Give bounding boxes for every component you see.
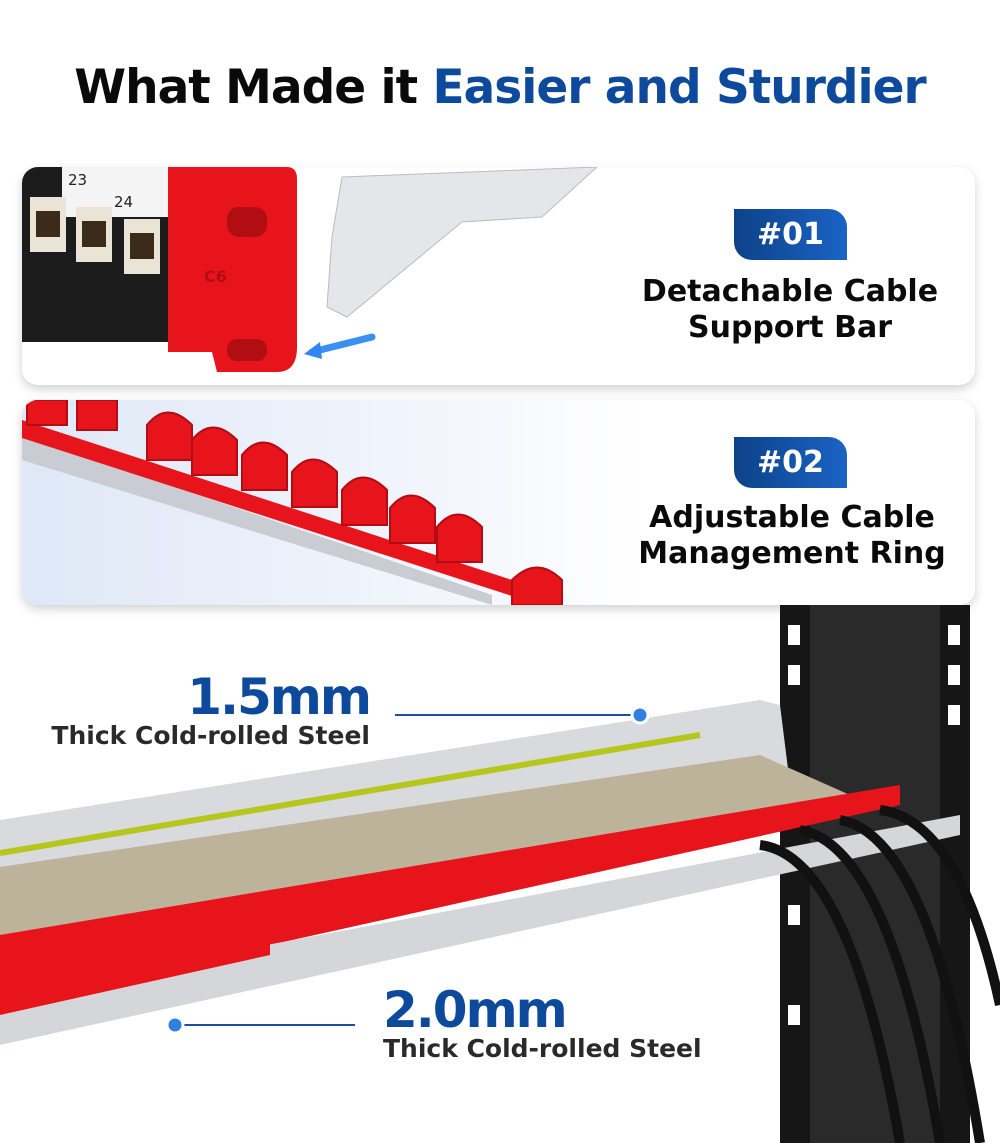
rack-panel-illustration [0, 605, 1000, 1143]
svg-text:C6: C6 [204, 267, 227, 286]
cable-ring-illustration [22, 400, 563, 605]
cable-ring-row [26, 400, 563, 605]
spec-1-5mm: 1.5mm Thick Cold-rolled Steel [51, 668, 372, 750]
page-title: What Made it Easier and Sturdier [74, 60, 926, 115]
feature-badge: #02 [734, 437, 847, 488]
spec-2-0mm: 2.0mm Thick Cold-rolled Steel [383, 981, 702, 1063]
svg-text:24: 24 [114, 193, 133, 211]
support-bar-illustration: 23 24 C6 [22, 167, 598, 372]
feature-badge: #01 [734, 209, 847, 260]
svg-text:23: 23 [68, 171, 87, 189]
